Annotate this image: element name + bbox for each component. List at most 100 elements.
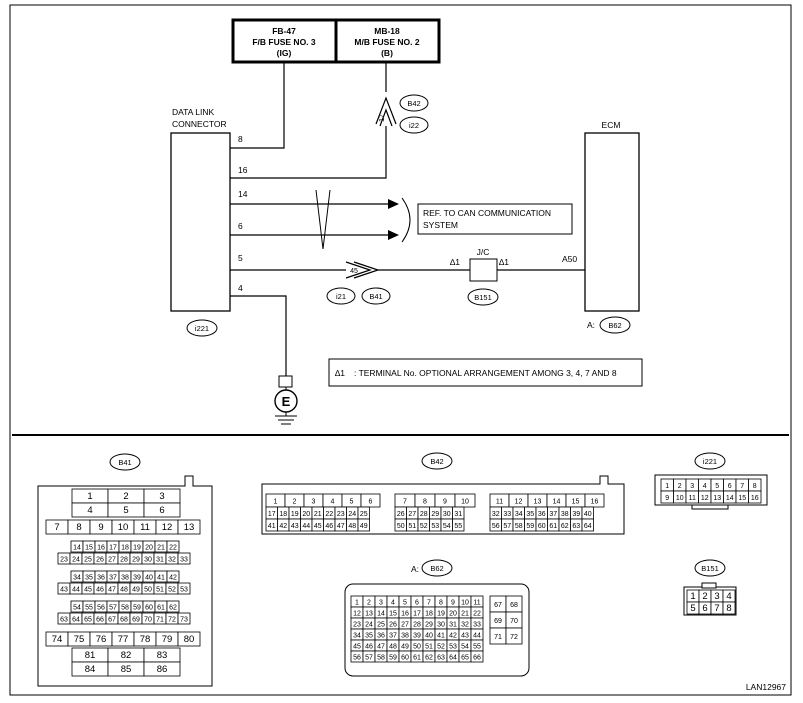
pin-number: 4 (703, 483, 707, 490)
pin-number: 15 (572, 499, 580, 506)
dlc-pin-5: 5 (238, 253, 243, 263)
pin-number: 66 (96, 617, 104, 624)
upper-harness-conn-a: B42 (407, 99, 420, 108)
pin-cell (177, 519, 201, 535)
pin-number: 11 (140, 522, 150, 533)
b151-latch (701, 582, 717, 589)
pin-number: 78 (140, 634, 151, 645)
lower-harness-conn-b: B41 (369, 292, 382, 301)
i221-latch (691, 504, 729, 510)
pin-cell (143, 661, 181, 677)
pin-number: 51 (156, 587, 164, 594)
pin-number: 8 (726, 603, 731, 614)
fuse-1-name: F/B FUSE NO. 3 (252, 37, 316, 47)
pin-number: 26 (96, 557, 104, 564)
pin-number: 61 (413, 655, 421, 662)
pin-number: 12 (701, 495, 709, 502)
pin-number: 3 (714, 591, 719, 602)
pin-number: 54 (73, 605, 81, 612)
pin-number: 16 (591, 499, 599, 506)
pin-number: 3 (312, 499, 316, 506)
jc-star-right: ∆1 (499, 257, 509, 267)
pin-number: 2 (123, 491, 128, 502)
fuse-1-supply: (IG) (277, 48, 292, 58)
pin-number: 84 (85, 664, 96, 675)
pin-number: 34 (353, 633, 361, 640)
pin-number: 42 (169, 575, 177, 582)
pin-number: 62 (561, 523, 569, 530)
pin-number: 23 (353, 622, 361, 629)
fuse-2-name: M/B FUSE NO. 2 (354, 37, 419, 47)
connector-badge-label: B41 (118, 458, 131, 467)
pin-number: 40 (584, 511, 592, 518)
dlc-pin-6: 6 (238, 221, 243, 231)
dlc-pin-8: 8 (238, 134, 243, 144)
pin-number: 81 (85, 650, 96, 661)
pin-cell (177, 582, 191, 595)
pin-number: 42 (449, 633, 457, 640)
pin-number: 21 (314, 511, 322, 518)
pin-number: 4 (331, 499, 335, 506)
dlc-pin-14: 14 (238, 189, 248, 199)
pin-number: 5 (715, 483, 719, 490)
pin-number: 5 (403, 600, 407, 607)
pin-number: 2 (293, 499, 297, 506)
pin-number: 1 (274, 499, 278, 506)
jc-star-left: ∆1 (450, 257, 460, 267)
pin-number: 12 (515, 499, 523, 506)
pin-number: 74 (52, 634, 63, 645)
pin-number: 29 (425, 622, 433, 629)
upper-harness-conn-b: i22 (409, 121, 419, 130)
pin-number: 55 (85, 605, 93, 612)
pin-number: 47 (108, 587, 116, 594)
pin-number: 13 (534, 499, 542, 506)
pin-number: 48 (120, 587, 128, 594)
pin-number: 61 (157, 605, 165, 612)
pin-number: 32 (168, 557, 176, 564)
pin-number: 2 (367, 600, 371, 607)
pin-cell (166, 540, 180, 553)
pin-number: 52 (437, 644, 445, 651)
pin-number: 43 (461, 633, 469, 640)
pin-number: 32 (461, 622, 469, 629)
ground-symbol: E (274, 375, 298, 425)
pin-cell (454, 493, 476, 508)
note-text: : TERMINAL No. OPTIONAL ARRANGEMENT AMON… (354, 368, 617, 378)
pin-number: 36 (377, 633, 385, 640)
twisted-pair-mark (315, 189, 331, 250)
pin-number: 65 (84, 617, 92, 624)
pin-number: 63 (437, 655, 445, 662)
pin-number: 14 (73, 545, 81, 552)
pin-number: 11 (473, 600, 480, 607)
pin-number: 56 (353, 655, 361, 662)
pin-cell (143, 502, 181, 518)
pin-cell (722, 601, 736, 615)
pin-number: 86 (157, 664, 168, 675)
connector-badge (421, 559, 453, 577)
wires (230, 62, 585, 376)
pin-number: 65 (461, 655, 469, 662)
pin-cell (166, 570, 180, 583)
connector-badge (694, 559, 726, 577)
ecm-pin: A50 (562, 254, 577, 264)
pin-number: 8 (439, 600, 443, 607)
pin-number: 16 (97, 545, 105, 552)
pin-number: 37 (109, 575, 117, 582)
pin-number: 7 (403, 499, 407, 506)
pin-number: 56 (97, 605, 105, 612)
pin-number: 21 (461, 611, 469, 618)
connector-badge-label: i221 (703, 457, 717, 466)
pin-number: 19 (437, 611, 445, 618)
pin-number: 77 (118, 634, 129, 645)
pin-number: 18 (425, 611, 433, 618)
pin-number: 57 (503, 523, 511, 530)
pin-number: 47 (337, 523, 345, 530)
pin-number: 34 (73, 575, 81, 582)
pin-cell (360, 493, 381, 508)
pin-number: 48 (389, 644, 397, 651)
pin-number: 23 (337, 511, 345, 518)
joint-connector: J/C ∆1 ∆1 B151 (450, 247, 509, 306)
pin-number: 4 (726, 591, 731, 602)
connector-badge (421, 452, 453, 470)
diagram-id: LAN12967 (746, 682, 786, 692)
